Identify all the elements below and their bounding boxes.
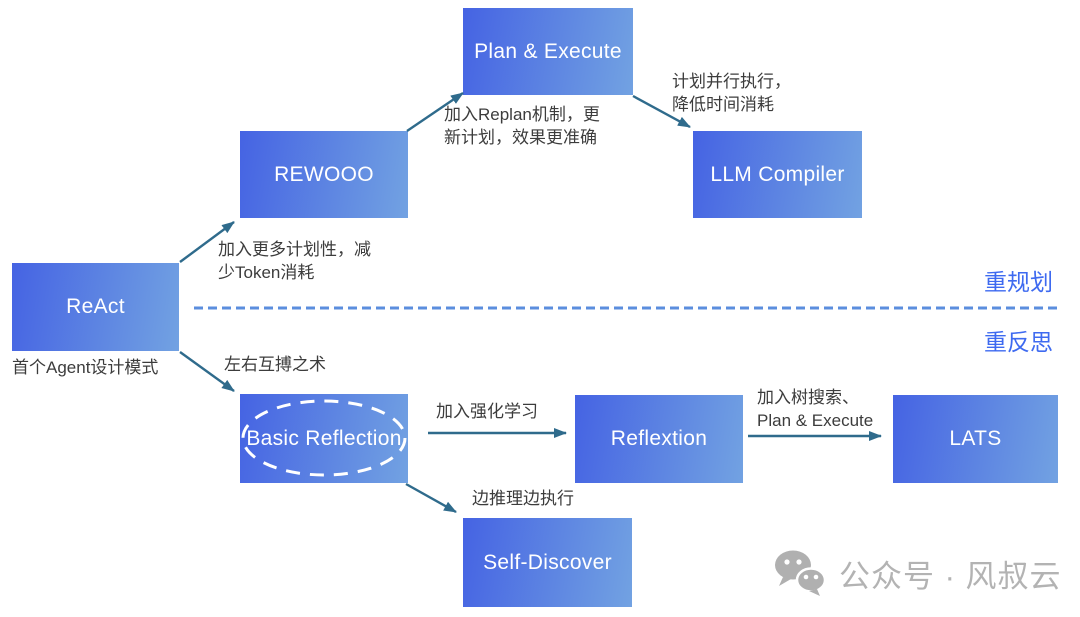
node-rewooo-label: REWOOO [274, 162, 374, 186]
edge-label-basic-reflection-to-reflextion: 加入强化学习 [436, 402, 538, 421]
react-caption: 首个Agent设计模式 [12, 358, 159, 377]
node-basic-reflection: Basic Reflection [240, 394, 408, 483]
separator-label-reflection: 重反思 [984, 329, 1053, 355]
node-plan-execute: Plan & Execute [463, 8, 633, 95]
edge-label-react-to-basic-reflection: 左右互搏之术 [224, 355, 326, 374]
edge-label-reflextion-to-lats: 加入树搜索、 Plan & Execute [757, 388, 874, 430]
edge-label-basic-reflection-to-self-discover: 边推理边执行 [472, 489, 574, 508]
edge-label-react-to-rewooo: 加入更多计划性，减 少Token消耗 [218, 240, 371, 282]
node-llm-compiler: LLM Compiler [693, 131, 862, 218]
watermark: 公众号 · 风叔云 [773, 549, 1062, 597]
node-lats-label: LATS [949, 427, 1002, 450]
wechat-icon [775, 550, 827, 596]
node-self-discover-label: Self-Discover [483, 550, 612, 574]
watermark-text: 公众号 · 风叔云 [839, 558, 1062, 594]
node-reflextion-label: Reflextion [610, 427, 708, 450]
node-plan-execute-label: Plan & Execute [474, 39, 622, 63]
node-react-label: ReAct [66, 295, 125, 318]
node-lats: LATS [893, 395, 1058, 483]
node-reflextion: Reflextion [575, 395, 743, 483]
edge-label-plan-execute-to-llm-compiler: 计划并行执行， 降低时间消耗 [672, 72, 791, 114]
node-basic-reflection-label: Basic Reflection [246, 426, 402, 450]
arrow-basic-reflection-to-self-discover [405, 482, 457, 514]
edge-label-rewooo-to-plan-execute: 加入Replan机制，更 新计划，效果更准确 [444, 105, 600, 147]
separator-label-replanning: 重规划 [984, 269, 1053, 295]
node-react: ReAct [12, 263, 179, 351]
node-rewooo: REWOOO [240, 131, 408, 218]
node-llm-compiler-label: LLM Compiler [710, 162, 845, 186]
node-self-discover: Self-Discover [463, 518, 632, 607]
